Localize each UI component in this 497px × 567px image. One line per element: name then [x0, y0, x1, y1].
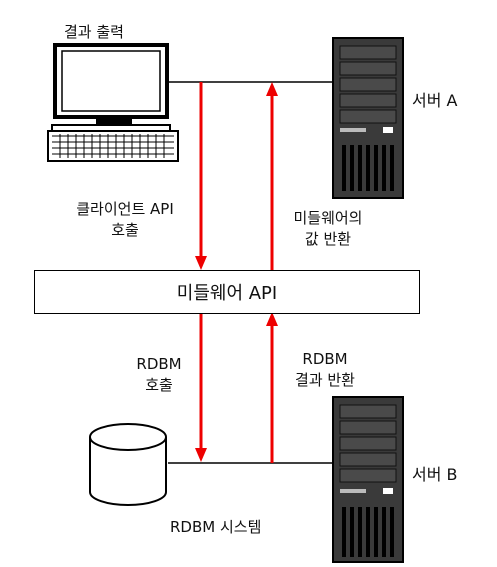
- server-a-label: 서버 A: [412, 91, 458, 110]
- middleware-api-label: 미들웨어 API: [176, 283, 278, 304]
- rdbm-call-label: RDBM 호출: [136, 355, 182, 394]
- middleware-return-label: 미들웨어의 값 반환: [293, 209, 363, 248]
- database-icon: [89, 423, 167, 506]
- middleware-api-box: 미들웨어 API: [34, 270, 420, 314]
- rdbm-return-label: RDBM 결과 반환: [295, 350, 355, 389]
- server-b-label: 서버 B: [412, 465, 458, 484]
- client-call-label: 클라이언트 API 호출: [76, 200, 174, 239]
- server-b-icon: [332, 396, 404, 563]
- client-caption: 결과 출력: [64, 23, 124, 41]
- computer-icon: [47, 43, 179, 162]
- database-caption: RDBM 시스템: [170, 518, 262, 536]
- server-a-icon: [332, 37, 404, 199]
